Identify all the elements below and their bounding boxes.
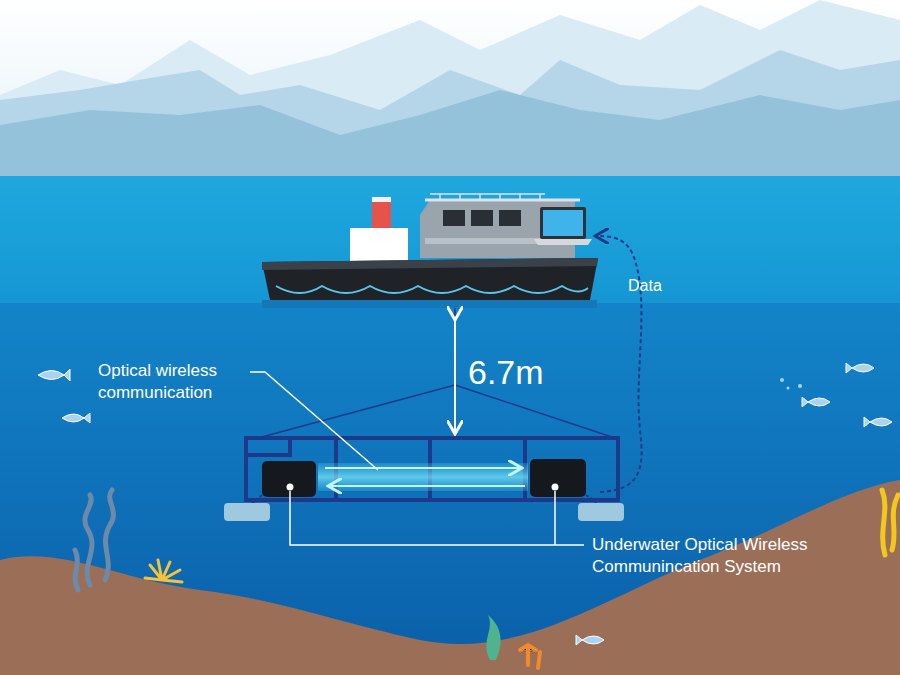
dimension-label: 6.7m bbox=[468, 350, 544, 394]
data-label: Data bbox=[628, 276, 662, 297]
callout-label: Optical wireless communication bbox=[98, 360, 246, 404]
callout-label: Underwater Optical Wireless Communincati… bbox=[592, 534, 854, 578]
